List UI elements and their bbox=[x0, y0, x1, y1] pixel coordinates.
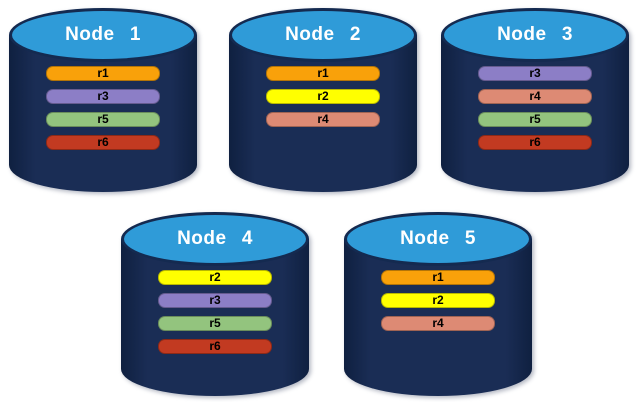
replica-bar-r6: r6 bbox=[478, 135, 592, 150]
replica-bar-r4: r4 bbox=[266, 112, 380, 127]
cylinder-top-ellipse: Node 3 bbox=[441, 8, 629, 62]
replica-bar-r4: r4 bbox=[478, 89, 592, 104]
replica-bar-r6: r6 bbox=[46, 135, 160, 150]
replica-bar-r1: r1 bbox=[266, 66, 380, 81]
node-title: Node 3 bbox=[497, 24, 573, 45]
replica-bar-r5: r5 bbox=[46, 112, 160, 127]
database-node-2: Node 2 r1 r2 r4 bbox=[229, 8, 417, 192]
cylinder-top-ellipse: Node 2 bbox=[229, 8, 417, 62]
database-node-1: Node 1 r1 r3 r5 r6 bbox=[9, 8, 197, 192]
cylinder-top-ellipse: Node 1 bbox=[9, 8, 197, 62]
node-title: Node 1 bbox=[65, 24, 141, 45]
replica-bar-r2: r2 bbox=[266, 89, 380, 104]
replica-bar-r6: r6 bbox=[158, 339, 272, 354]
database-node-5: Node 5 r1 r2 r4 bbox=[344, 212, 532, 396]
replica-bar-r5: r5 bbox=[478, 112, 592, 127]
database-node-3: Node 3 r3 r4 r5 r6 bbox=[441, 8, 629, 192]
replica-bar-r4: r4 bbox=[381, 316, 495, 331]
replica-bar-r5: r5 bbox=[158, 316, 272, 331]
replica-bar-r2: r2 bbox=[381, 293, 495, 308]
node-title: Node 2 bbox=[285, 24, 361, 45]
replica-bar-r1: r1 bbox=[381, 270, 495, 285]
replica-bar-r2: r2 bbox=[158, 270, 272, 285]
replica-bar-r3: r3 bbox=[158, 293, 272, 308]
cylinder-top-ellipse: Node 5 bbox=[344, 212, 532, 266]
database-node-4: Node 4 r2 r3 r5 r6 bbox=[121, 212, 309, 396]
replica-list: r1 r2 r4 bbox=[344, 270, 532, 331]
node-title: Node 5 bbox=[400, 228, 476, 249]
node-title: Node 4 bbox=[177, 228, 253, 249]
replica-list: r1 r3 r5 r6 bbox=[9, 66, 197, 150]
replica-list: r2 r3 r5 r6 bbox=[121, 270, 309, 354]
cylinder-top-ellipse: Node 4 bbox=[121, 212, 309, 266]
replica-list: r1 r2 r4 bbox=[229, 66, 417, 127]
replica-bar-r1: r1 bbox=[46, 66, 160, 81]
replica-bar-r3: r3 bbox=[46, 89, 160, 104]
replica-bar-r3: r3 bbox=[478, 66, 592, 81]
replica-list: r3 r4 r5 r6 bbox=[441, 66, 629, 150]
